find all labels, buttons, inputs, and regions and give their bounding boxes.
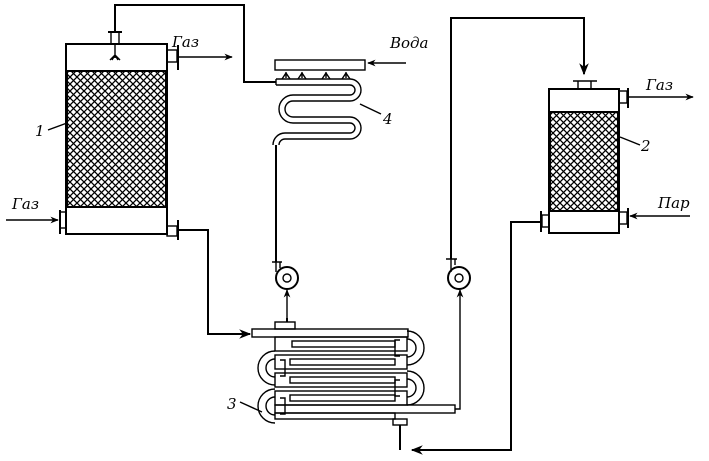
cooler-number-label: 4 bbox=[382, 110, 393, 128]
column-1-gas-outlet-nozzle bbox=[166, 49, 178, 63]
water-spray-header bbox=[274, 59, 366, 71]
water-inlet-label: Вода bbox=[389, 34, 429, 52]
spray-nozzle-icon bbox=[109, 44, 121, 61]
pipe-desorber-to-exchanger bbox=[410, 221, 540, 455]
gas-outlet-1-label: Газ bbox=[171, 33, 199, 51]
cooler-4 bbox=[272, 59, 406, 146]
exchanger-number-label: 3 bbox=[227, 395, 237, 413]
steam-inlet-label: Пар bbox=[657, 194, 690, 212]
column-1-packing bbox=[66, 70, 167, 208]
pipe-exchanger-to-pump2 bbox=[455, 289, 464, 410]
pipe-pump2-to-desorber bbox=[450, 17, 589, 259]
cooler-coil-inner bbox=[272, 84, 356, 146]
column-2-packing bbox=[549, 111, 619, 212]
pump-2-icon bbox=[446, 258, 471, 290]
heat-exchanger-3 bbox=[251, 318, 456, 450]
exchanger-leader-line bbox=[239, 401, 263, 413]
desorber-leader-line bbox=[619, 136, 641, 146]
pipe-cooler-to-absorber bbox=[114, 4, 276, 83]
absorber-column-1 bbox=[6, 31, 233, 240]
gas-inlet-1-label: Газ bbox=[11, 195, 39, 213]
absorber-number-label: 1 bbox=[35, 122, 45, 140]
absorber-leader-line bbox=[47, 122, 68, 131]
cooler-leader-line bbox=[359, 103, 382, 115]
pipe-absorber-to-exchanger bbox=[178, 229, 252, 339]
pump-1-icon bbox=[272, 261, 299, 290]
cooler-coil-outer bbox=[276, 78, 362, 146]
desorber-number-label: 2 bbox=[640, 137, 651, 155]
desorber-column-2 bbox=[540, 80, 694, 234]
spray-nozzles-icon bbox=[281, 71, 351, 80]
gas-outlet-2-label: Газ bbox=[645, 76, 673, 94]
